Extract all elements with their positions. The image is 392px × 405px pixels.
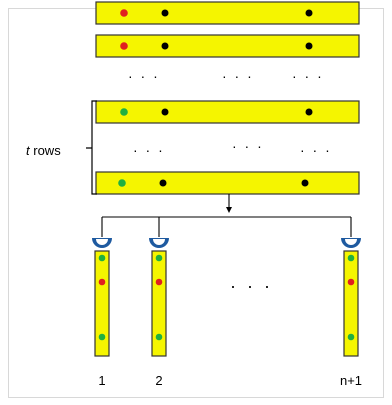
column-dot: [98, 333, 106, 341]
column-dot: [155, 278, 163, 286]
row-first-dot: [120, 108, 128, 116]
column-dot: [347, 254, 355, 262]
column-label: 2: [155, 373, 163, 388]
column-bar: [341, 238, 361, 357]
row-bar: [95, 171, 360, 195]
row-dot: [305, 42, 313, 50]
column-dot: [347, 278, 355, 286]
column-bar: [149, 238, 169, 357]
column-dot: [155, 333, 163, 341]
rows-label: t rows: [26, 143, 61, 158]
row-first-dot: [120, 42, 128, 50]
row-dot: [301, 179, 309, 187]
row-first-dot: [118, 179, 126, 187]
column-label: 1: [98, 373, 106, 388]
rows-text: rows: [33, 143, 61, 158]
row-dot: [159, 179, 167, 187]
column-dot: [155, 254, 163, 262]
column-bar: [92, 238, 112, 357]
row-ellipsis: · · ·: [292, 68, 324, 84]
row-dot: [161, 108, 169, 116]
row-dot: [161, 9, 169, 17]
rows-bracket: [86, 100, 97, 195]
row-ellipsis: · · ·: [128, 68, 160, 84]
row-dot: [305, 9, 313, 17]
row-bar: [95, 34, 360, 58]
row-ellipsis: · · ·: [222, 68, 254, 84]
rows-variable: t: [26, 143, 30, 158]
column-ellipsis: · · ·: [230, 276, 273, 296]
column-label: n+1: [339, 373, 363, 388]
row-first-dot: [120, 9, 128, 17]
connector-lines: [101, 194, 352, 237]
row-bar: [95, 1, 360, 25]
row-dot: [305, 108, 313, 116]
column-dot: [98, 254, 106, 262]
row-ellipsis: · · ·: [300, 142, 332, 158]
row-bar: [95, 100, 360, 124]
row-ellipsis: · · ·: [232, 138, 264, 154]
row-ellipsis: · · ·: [133, 142, 165, 158]
row-dot: [161, 42, 169, 50]
column-dot: [347, 333, 355, 341]
column-dot: [98, 278, 106, 286]
